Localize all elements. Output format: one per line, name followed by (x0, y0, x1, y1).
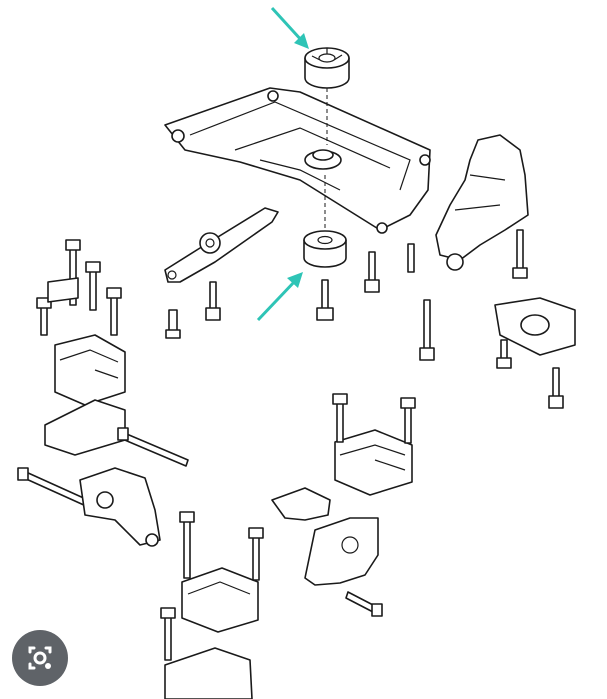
arrow-to-upper-bushing (270, 6, 309, 49)
side-bracket-bolt (345, 591, 383, 617)
left-mount-bolt (36, 297, 52, 336)
center-engine-mount (334, 429, 413, 496)
subframe (164, 87, 431, 234)
lower-left-mount (79, 467, 161, 547)
subframe-bolt (165, 309, 181, 339)
left-mount-clip (47, 277, 79, 303)
subframe-bolt (407, 243, 415, 273)
lens-search-button[interactable] (12, 630, 68, 686)
small-bracket (271, 487, 331, 521)
right-bracket (435, 134, 529, 271)
subframe-bolt (419, 299, 435, 361)
lower-mount-bolt (160, 607, 176, 661)
lens-camera-icon (28, 646, 52, 670)
torque-arm (164, 207, 279, 283)
right-mount-bolt (548, 367, 564, 409)
upper-subframe-bushing (304, 47, 350, 89)
right-mount-bolt (496, 339, 512, 369)
right-small-mount (494, 297, 576, 356)
lower-center-mount (181, 567, 259, 633)
lower-subframe-bushing (303, 230, 347, 268)
center-mount-bolt (400, 397, 416, 444)
left-mount-bolt (106, 287, 122, 336)
subframe-bolt (205, 281, 221, 321)
side-bracket (304, 517, 379, 586)
left-engine-mount (54, 334, 126, 406)
center-mount-bolt (332, 393, 348, 443)
subframe-bolt (364, 251, 380, 293)
arrow-to-lower-bushing (256, 272, 303, 322)
right-bracket-bolt (512, 229, 528, 279)
long-bolt (17, 467, 89, 507)
left-mount-bolt (85, 261, 101, 311)
lower-mount-bolt (248, 527, 264, 581)
bottom-bracket (164, 647, 253, 699)
subframe-center-bushing (304, 149, 342, 170)
subframe-bolt (316, 279, 334, 321)
left-mount-bracket (44, 399, 126, 456)
long-bolt (117, 427, 189, 467)
left-mount-bolt (65, 239, 81, 306)
lower-mount-bolt (179, 511, 195, 579)
